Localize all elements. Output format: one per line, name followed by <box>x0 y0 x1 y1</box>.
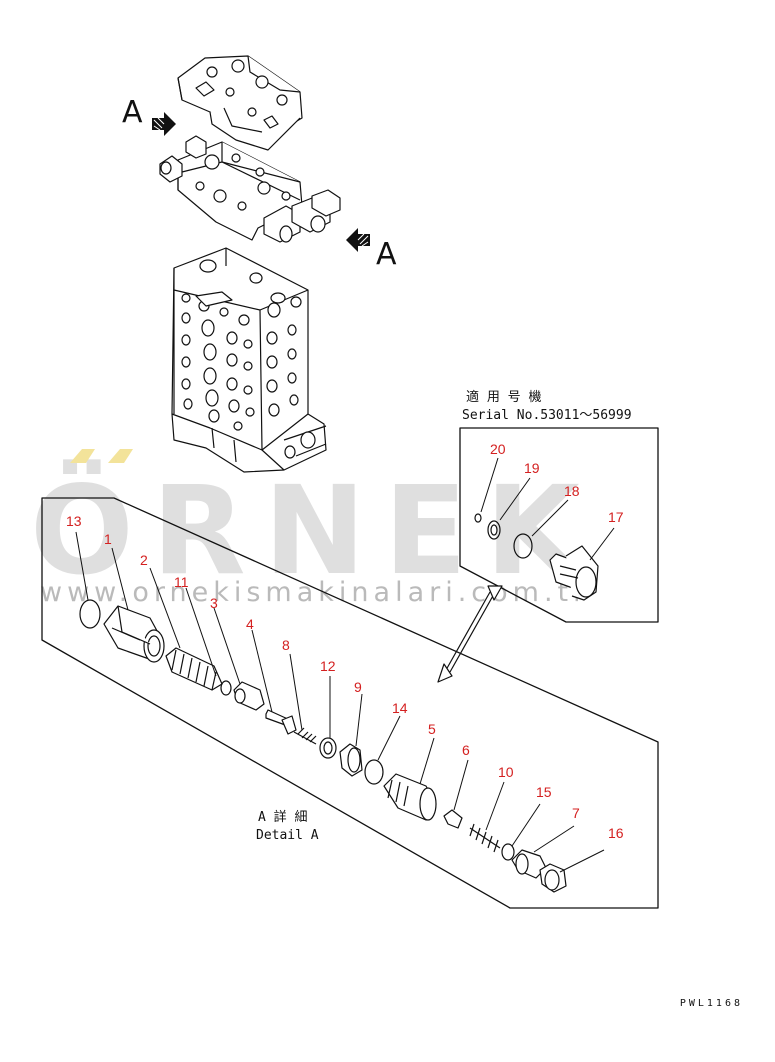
callout-18: 18 <box>564 483 580 499</box>
callout-7: 7 <box>572 805 580 821</box>
view-letter-a-right: A <box>376 237 397 272</box>
view-arrow-right <box>346 228 370 252</box>
valve-section <box>159 135 341 243</box>
callout-11: 11 <box>174 574 189 590</box>
part-14-oring <box>364 759 384 785</box>
callout-10: 10 <box>498 764 514 780</box>
part-16-cap <box>539 863 567 893</box>
detail-label-en: Detail A <box>256 828 319 843</box>
part-10-spring <box>469 823 501 853</box>
part-13-oring <box>79 599 101 629</box>
part-17-plug <box>549 545 599 601</box>
part-5-plug <box>383 773 437 821</box>
part-3-sleeve <box>233 681 265 711</box>
part-6-pin <box>443 809 463 829</box>
part-2-spring <box>165 647 223 691</box>
main-valve-block <box>171 247 327 473</box>
cover-plate <box>177 55 303 151</box>
top-port <box>199 259 217 273</box>
leader-lines-serial <box>480 457 615 561</box>
callout-13: 13 <box>66 513 82 529</box>
callout-20: 20 <box>490 441 506 457</box>
serial-box-frame <box>459 427 659 623</box>
detail-label-jp: A 詳 細 <box>258 810 308 825</box>
callout-2: 2 <box>140 552 148 568</box>
part-12-ring <box>319 737 337 759</box>
serial-label-en: Serial No.53011～56999 <box>462 408 632 423</box>
callout-9: 9 <box>354 679 362 695</box>
part-9-spring <box>339 743 363 777</box>
part-8-spring <box>293 727 317 745</box>
watermark-accent-left <box>70 449 95 463</box>
callout-15: 15 <box>536 784 552 800</box>
side-face-holes <box>266 296 316 459</box>
part-4-pin <box>265 709 297 735</box>
callout-8: 8 <box>282 637 290 653</box>
part-19-washer <box>487 520 501 540</box>
callout-12: 12 <box>320 658 336 674</box>
callout-4: 4 <box>246 616 254 632</box>
part-18-oring <box>513 533 533 559</box>
part-11-ring <box>220 680 232 696</box>
leader-lines-detail <box>75 531 605 873</box>
callout-14: 14 <box>392 700 408 716</box>
front-face-holes <box>181 293 255 431</box>
part-15-oring <box>501 843 515 861</box>
drawing-code: PWL1168 <box>679 998 743 1009</box>
callout-1: 1 <box>104 531 112 547</box>
callout-6: 6 <box>462 742 470 758</box>
detail-a-frame <box>41 497 659 909</box>
callout-5: 5 <box>428 721 436 737</box>
view-arrow-left <box>152 112 176 136</box>
link-arrow <box>437 585 503 683</box>
watermark-accent-right <box>108 449 133 463</box>
callout-17: 17 <box>608 509 624 525</box>
part-19-washer-inner <box>490 524 498 536</box>
part-7-plug <box>511 849 547 879</box>
callout-16: 16 <box>608 825 624 841</box>
top-port <box>270 292 286 304</box>
view-letter-a-left: A <box>122 95 143 130</box>
serial-label-jp: 適 用 号 機 <box>466 390 542 405</box>
callout-3: 3 <box>210 595 218 611</box>
top-port <box>249 272 263 284</box>
part-1-body <box>103 605 165 663</box>
callout-19: 19 <box>524 460 540 476</box>
part-20-ring <box>474 513 482 523</box>
